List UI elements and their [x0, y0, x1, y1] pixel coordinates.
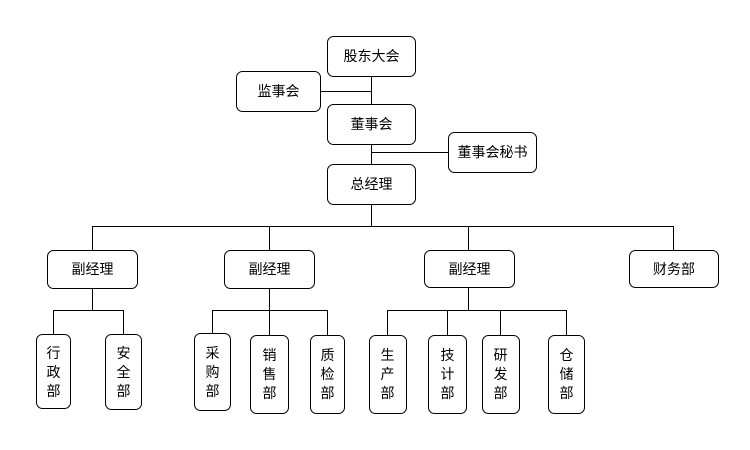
svg-text:总经理: 总经理	[351, 177, 393, 193]
svg-text:董事会秘书: 董事会秘书	[458, 145, 528, 161]
node-rnd-dept: 研发部	[482, 335, 520, 414]
svg-text:生产部: 生产部	[381, 348, 395, 402]
node-shareholders-meeting: 股东大会	[327, 36, 416, 77]
svg-text:仓储部: 仓储部	[560, 348, 574, 402]
node-supervisory-board: 监事会	[236, 71, 321, 112]
svg-text:副经理: 副经理	[249, 262, 291, 278]
svg-text:技计部: 技计部	[441, 348, 455, 402]
connector-lines	[53, 77, 674, 335]
svg-text:质检部: 质检部	[321, 348, 335, 402]
node-qc-dept: 质检部	[310, 335, 345, 414]
svg-text:监事会: 监事会	[258, 84, 300, 100]
node-admin-dept: 行政部	[36, 334, 71, 409]
svg-text:财务部: 财务部	[653, 262, 695, 278]
svg-text:董事会: 董事会	[351, 117, 393, 133]
svg-text:副经理: 副经理	[449, 262, 491, 278]
svg-text:副经理: 副经理	[72, 262, 114, 278]
node-deputy-manager-2: 副经理	[224, 250, 315, 289]
node-warehouse-dept: 仓储部	[548, 335, 585, 414]
node-production-dept: 生产部	[369, 335, 407, 414]
node-finance-dept: 财务部	[629, 250, 719, 288]
node-deputy-manager-1: 副经理	[47, 250, 138, 289]
node-deputy-manager-3: 副经理	[424, 250, 515, 288]
svg-text:行政部: 行政部	[47, 346, 61, 400]
svg-text:安全部: 安全部	[117, 346, 131, 400]
node-purchasing-dept: 采购部	[194, 333, 231, 411]
node-board-of-directors: 董事会	[327, 104, 416, 145]
svg-text:研发部: 研发部	[494, 348, 508, 402]
node-safety-dept: 安全部	[105, 334, 142, 410]
svg-text:采购部: 采购部	[206, 346, 220, 400]
node-board-secretary: 董事会秘书	[448, 132, 537, 173]
svg-text:销售部: 销售部	[263, 348, 277, 402]
node-sales-dept: 销售部	[250, 335, 289, 414]
node-tech-dept: 技计部	[428, 335, 467, 414]
node-general-manager: 总经理	[327, 164, 416, 205]
svg-text:股东大会: 股东大会	[344, 49, 400, 65]
